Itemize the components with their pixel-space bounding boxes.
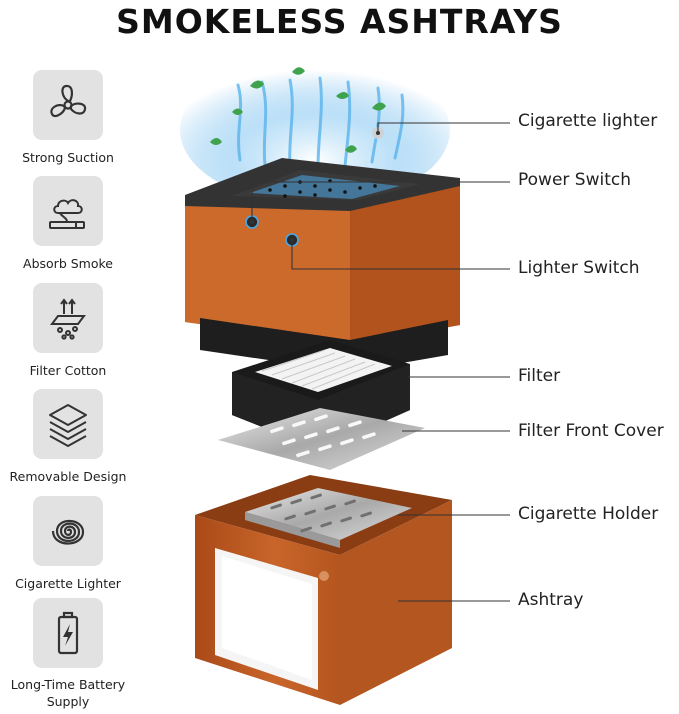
feature-tile <box>33 496 103 566</box>
feature-cigarette-lighter: Cigarette Lighter <box>0 496 136 592</box>
feature-battery: Long-Time Battery Supply <box>0 598 136 710</box>
feature-filter-cotton: Filter Cotton <box>0 283 136 379</box>
feature-tile <box>33 70 103 140</box>
feature-label: Strong Suction <box>22 150 114 165</box>
battery-icon <box>57 611 79 655</box>
callout-ashtray: Ashtray <box>518 590 584 610</box>
callout-filter: Filter <box>518 366 561 386</box>
top-unit <box>185 127 460 372</box>
feature-label: Cigarette Lighter <box>15 576 121 591</box>
feature-removable-design: Removable Design <box>0 389 136 485</box>
filter-icon <box>50 298 86 340</box>
feature-strong-suction: Strong Suction <box>0 70 136 166</box>
callout-power-switch: Power Switch <box>518 170 632 190</box>
coil-icon <box>51 519 85 545</box>
feature-tile <box>33 389 103 459</box>
smoke-icon <box>49 199 85 229</box>
callout-lighter-switch: Lighter Switch <box>518 258 640 278</box>
filter-front-cover-part <box>218 408 425 470</box>
callout-cigarette-holder: Cigarette Holder <box>518 504 659 524</box>
feature-tile <box>33 598 103 668</box>
feature-label: Long-Time Battery Supply <box>10 677 126 709</box>
feature-absorb-smoke: Absorb Smoke <box>0 176 136 272</box>
feature-label: Filter Cotton <box>29 363 107 378</box>
callout-cigarette-lighter: Cigarette lighter <box>518 111 658 131</box>
leaf-particles <box>210 67 386 153</box>
callout-filter-front-cover: Filter Front Cover <box>518 421 664 441</box>
callout-lines <box>251 122 510 602</box>
fan-icon <box>50 84 87 118</box>
feature-tile <box>33 176 103 246</box>
page-title: SMOKELESS ASHTRAYS <box>116 2 563 41</box>
cigarette-holder-part <box>245 488 412 548</box>
feature-label: Absorb Smoke <box>23 256 113 271</box>
layers-icon <box>49 404 87 447</box>
feature-tile <box>33 283 103 353</box>
feature-label: Removable Design <box>9 469 127 484</box>
